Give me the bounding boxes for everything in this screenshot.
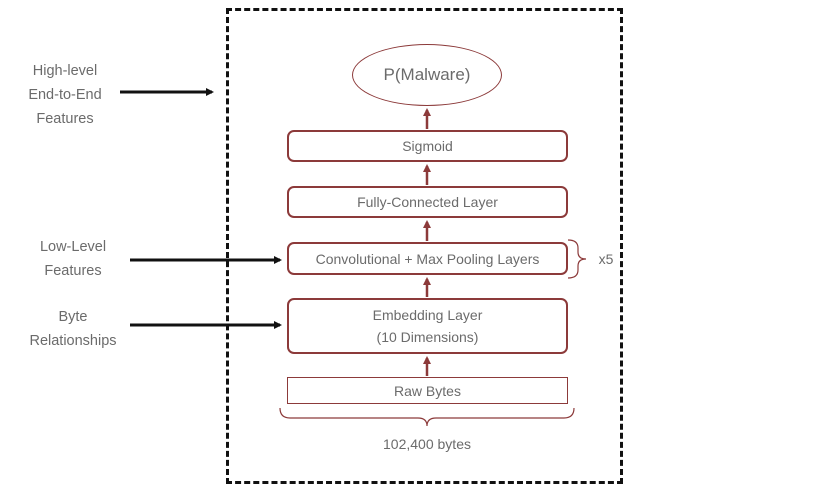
conv-pool-layer: Convolutional + Max Pooling Layers	[287, 242, 568, 275]
high-level-line-1: High-level	[32, 63, 98, 79]
sigmoid-layer: Sigmoid	[287, 130, 568, 162]
input-brace	[279, 407, 575, 427]
embedding-layer: Embedding Layer (10 Dimensions)	[287, 298, 568, 354]
embedding-label-line2: (10 Dimensions)	[376, 329, 479, 345]
repeat-label: x5	[598, 251, 614, 267]
low-level-line-1: Low-Level	[39, 239, 107, 255]
embedding-label-line1: Embedding Layer	[372, 307, 483, 323]
low-level-line-2: Features	[44, 263, 102, 279]
raw-bytes-layer: Raw Bytes	[287, 377, 568, 404]
byte-rel-line-2: Relationships	[29, 333, 117, 349]
byte-relationships-label: Byte Relationships	[18, 305, 128, 353]
fully-connected-label: Fully-Connected Layer	[357, 194, 498, 210]
high-level-line-3: Features	[36, 111, 94, 127]
raw-bytes-label: Raw Bytes	[394, 382, 461, 399]
high-level-line-2: End-to-End	[28, 87, 102, 103]
high-level-features-label: High-level End-to-End Features	[20, 59, 110, 131]
low-level-features-label: Low-Level Features	[28, 235, 118, 283]
input-size-label: 102,400 bytes	[383, 436, 471, 452]
fully-connected-layer: Fully-Connected Layer	[287, 186, 568, 218]
repeat-bracket	[567, 239, 587, 279]
sigmoid-label: Sigmoid	[402, 138, 453, 154]
dashed-frame	[226, 8, 623, 484]
output-node: P(Malware)	[352, 44, 502, 106]
conv-pool-label: Convolutional + Max Pooling Layers	[315, 250, 540, 267]
byte-rel-line-1: Byte	[58, 309, 88, 325]
